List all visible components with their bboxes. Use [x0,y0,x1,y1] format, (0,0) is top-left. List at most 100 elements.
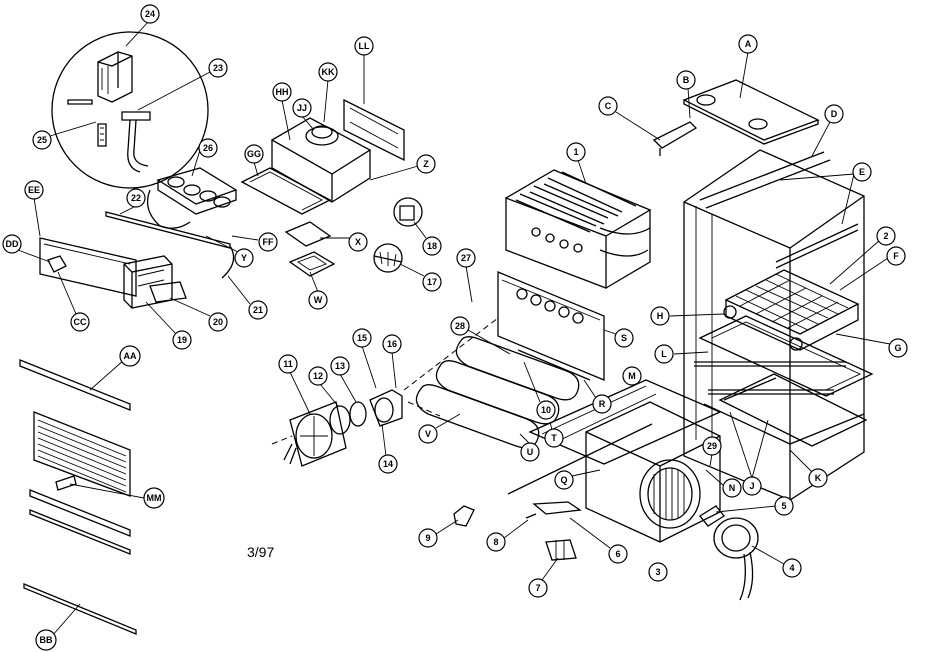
top-panel [652,79,820,156]
callout-19: 19 [145,301,192,350]
vent-hood [240,98,405,215]
svg-text:A: A [745,39,752,49]
callout-T: T [544,421,564,448]
heat-exchanger [505,169,652,289]
svg-text:V: V [425,429,431,439]
svg-text:7: 7 [535,583,540,593]
callout-MM: MM [69,483,165,509]
callout-CC: CC [57,271,90,332]
burner-tubes [407,336,580,449]
pressure-switch [373,197,423,273]
svg-text:MM: MM [147,493,162,503]
furnace-cabinet [683,149,865,501]
svg-text:JJ: JJ [297,103,307,113]
callout-21: 21 [227,275,268,320]
date-code: 3/97 [247,544,275,560]
svg-text:27: 27 [461,253,471,263]
svg-text:FF: FF [263,237,274,247]
callout-10: 10 [523,361,556,420]
callout-Z: Z [369,154,436,181]
svg-text:BB: BB [40,635,53,645]
callout-23: 23 [137,58,228,111]
svg-text:K: K [815,473,822,483]
svg-text:21: 21 [253,305,263,315]
callout-N: N [705,469,742,498]
vestibule-panel [497,271,605,381]
svg-text:LL: LL [359,41,370,51]
callout-GG: GG [244,144,264,177]
control-modules [123,255,187,309]
callout-3: 3 [648,562,668,582]
callout-L: L [654,344,709,364]
callout-KK: KK [318,62,338,123]
svg-text:M: M [628,371,636,381]
callout-E: E [779,162,872,225]
callout-BB: BB [35,603,81,651]
svg-text:25: 25 [37,135,47,145]
callout-17: 17 [399,263,442,292]
svg-text:W: W [314,295,323,305]
svg-text:1: 1 [573,147,578,157]
svg-text:N: N [729,483,736,493]
gas-valve-detail [51,31,209,189]
callout-11: 11 [278,354,311,415]
callout-1: 1 [566,142,587,185]
svg-text:11: 11 [283,359,293,369]
svg-text:18: 18 [427,241,437,251]
callout-S: S [603,328,634,348]
svg-text:5: 5 [781,501,786,511]
svg-text:KK: KK [322,67,335,77]
callout-DD: DD [2,234,51,263]
callout-20: 20 [169,297,228,332]
svg-text:Z: Z [423,159,429,169]
callout-FF: FF [231,232,278,252]
svg-text:13: 13 [335,361,345,371]
svg-text:DD: DD [6,239,19,249]
svg-text:26: 26 [203,143,213,153]
callout-7: 7 [528,557,559,598]
svg-text:8: 8 [493,537,498,547]
inducer-blower [271,317,499,467]
svg-text:Q: Q [560,475,567,485]
callout-29: 29 [702,436,722,467]
svg-text:10: 10 [541,405,551,415]
callout-JJ: JJ [292,98,315,131]
callout-28: 28 [450,316,511,355]
callout-B: B [676,70,696,119]
svg-text:B: B [683,75,690,85]
callout-8: 8 [486,519,529,552]
svg-text:3: 3 [655,567,660,577]
callout-EE: EE [24,180,44,237]
gaskets [284,221,336,277]
manifold [105,211,235,279]
callout-X: X [320,232,368,252]
drain-pan [698,315,874,397]
callout-26: 26 [191,138,218,177]
svg-text:U: U [527,447,534,457]
callout-K: K [789,449,828,488]
callout-4: 4 [751,545,802,578]
svg-text:AA: AA [124,351,137,361]
callout-9: 9 [418,519,459,548]
svg-text:R: R [599,399,606,409]
svg-text:EE: EE [28,185,40,195]
callout-AA: AA [89,345,141,391]
svg-text:17: 17 [427,277,437,287]
svg-text:24: 24 [145,9,155,19]
svg-text:S: S [621,333,627,343]
svg-text:T: T [551,433,557,443]
front-panels [19,359,137,635]
callout-U: U [519,433,540,462]
svg-text:6: 6 [615,549,620,559]
svg-text:G: G [894,343,901,353]
svg-text:14: 14 [383,459,393,469]
callout-H: H [650,306,725,326]
callout-24: 24 [125,4,160,47]
svg-text:CC: CC [74,317,87,327]
svg-text:28: 28 [455,321,465,331]
callout-13: 13 [330,356,357,403]
callout-F: F [839,246,906,291]
svg-text:19: 19 [177,335,187,345]
callout-Y: Y [205,235,254,268]
svg-text:GG: GG [247,149,261,159]
